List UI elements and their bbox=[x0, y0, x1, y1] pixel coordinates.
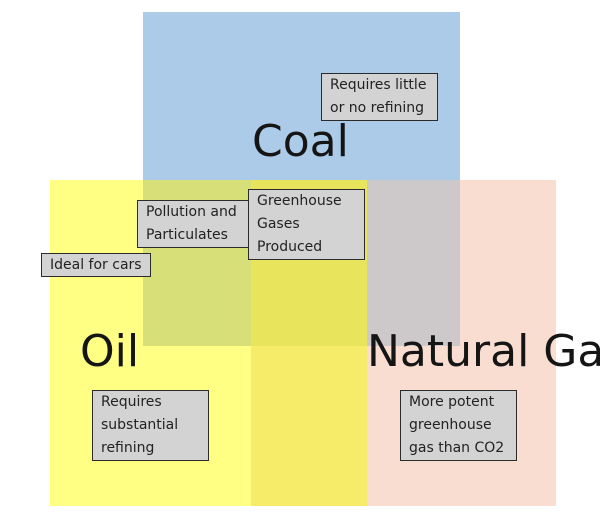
coal-title: Coal bbox=[252, 116, 349, 167]
callout-potent-greenhouse: More potent greenhouse gas than CO2 bbox=[400, 390, 517, 461]
callout-oil-refining: Requires substantial refining bbox=[92, 390, 209, 461]
oil-title: Oil bbox=[80, 326, 140, 377]
callout-ideal-for-cars: Ideal for cars bbox=[41, 253, 151, 277]
callout-greenhouse: Greenhouse Gases Produced bbox=[248, 189, 365, 260]
coal-gas-overlap bbox=[367, 180, 460, 346]
callout-coal-refining: Requires little or no refining bbox=[321, 73, 438, 121]
callout-pollution: Pollution and Particulates bbox=[137, 200, 254, 248]
natural-gas-title: Natural Gas bbox=[367, 326, 600, 377]
